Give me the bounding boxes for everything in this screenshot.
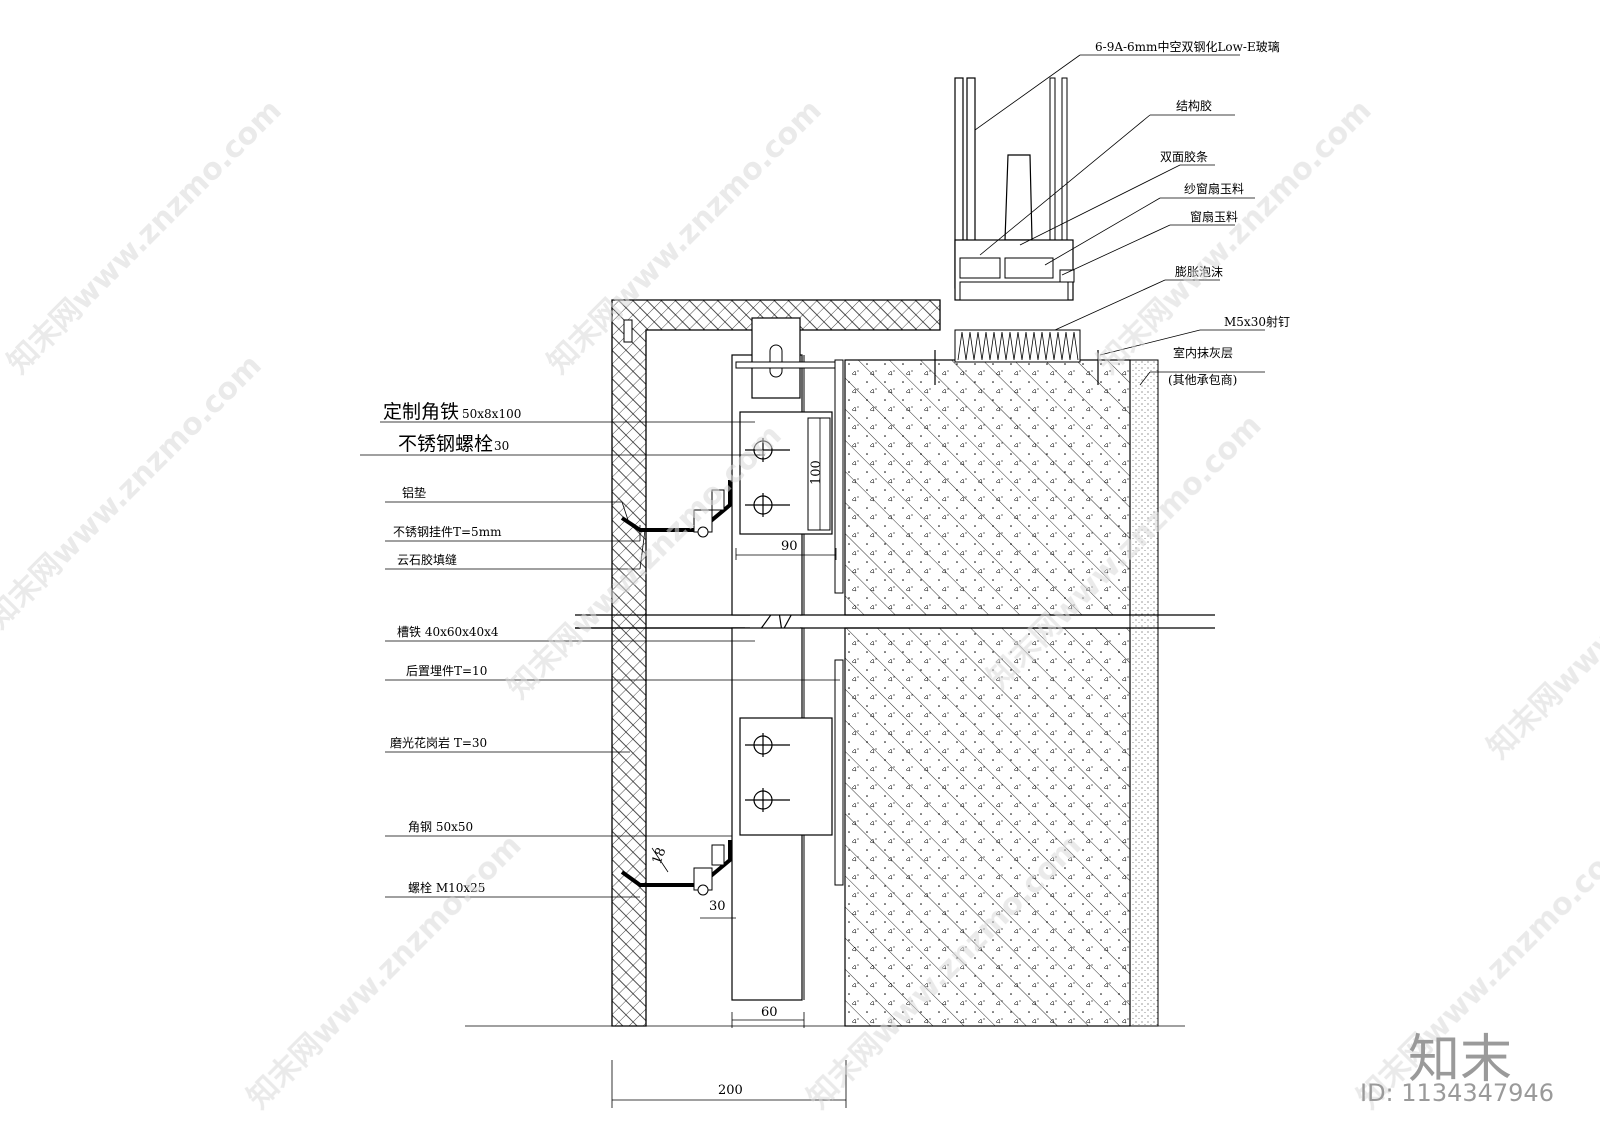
dim-200: 200: [718, 1083, 743, 1098]
embed-plate: [834, 359, 844, 886]
concrete-wall: [844, 359, 1131, 1027]
watermark-text: 知末网www.znzmo.com: [0, 348, 269, 636]
label-glass: 6-9A-6mm中空双钢化Low-E玻璃: [1095, 39, 1280, 54]
angle-iron-bracket: [735, 317, 836, 836]
label-foam: 膨胀泡沫: [1175, 265, 1223, 279]
watermark-text: 知末网www.znzmo.com: [1091, 93, 1379, 381]
annotation-labels: 6-9A-6mm中空双钢化Low-E玻璃 结构胶 双面胶条 纱窗扇玉料 窗扇玉料…: [383, 39, 1290, 1098]
bolts: [745, 438, 790, 812]
label-double-tape: 双面胶条: [1160, 149, 1208, 164]
label-ss-bolt-spec: 30: [494, 439, 509, 453]
label-granite: 磨光花岗岩 T=30: [390, 735, 487, 750]
label-bolt-m10: 螺栓 M10x25: [408, 880, 485, 895]
label-screen-sash: 纱窗扇玉料: [1184, 181, 1244, 196]
label-structural-glue: 结构胶: [1176, 98, 1212, 113]
stainless-hanger-upper: [620, 480, 732, 538]
dim-100: 100: [809, 460, 824, 485]
plaster-layer: [1129, 359, 1159, 1027]
label-stone-glue: 云石胶填缝: [397, 552, 457, 567]
label-plaster-2: (其他承包商): [1168, 372, 1237, 387]
label-channel: 槽铁 40x60x40x4: [397, 625, 499, 639]
break-line: [575, 603, 1215, 634]
watermark-text: 知末网www.znzmo.com: [1, 93, 289, 381]
brand-id: ID: 1134347946: [1360, 1079, 1554, 1107]
foam-strip: [934, 329, 1099, 385]
window-frame: [954, 77, 1075, 301]
label-window-sash: 窗扇玉料: [1190, 209, 1238, 224]
leader-lines: [360, 54, 1265, 898]
label-angle-steel: 角钢 50x50: [408, 820, 473, 834]
label-embed: 后置埋件T=10: [406, 664, 487, 678]
label-nail: M5x30射钉: [1224, 314, 1290, 329]
label-alu-pad: 铝垫: [402, 485, 426, 500]
watermark-text: 知末网www.znzmo.com: [1481, 478, 1600, 766]
dimension-lines: [465, 418, 1185, 1108]
brand-logo-text: 知末: [1408, 1030, 1512, 1090]
dim-18: 18: [650, 846, 670, 867]
dim-90: 90: [781, 539, 798, 554]
label-angle-iron: 定制角铁: [383, 401, 459, 423]
watermark-text: 知末网www.znzmo.com: [241, 828, 529, 1116]
label-plaster-1: 室内抹灰层: [1173, 345, 1233, 360]
label-ss-bolt: 不锈钢螺栓: [398, 433, 493, 455]
dim-30: 30: [709, 899, 726, 914]
stainless-hanger-lower: [620, 840, 732, 896]
label-ss-hanger: 不锈钢挂件T=5mm: [393, 525, 502, 539]
brand-mark: 知末 ID: 1134347946: [1360, 1030, 1554, 1107]
dim-60: 60: [761, 1005, 778, 1020]
label-angle-iron-spec: 50x8x100: [462, 407, 521, 421]
